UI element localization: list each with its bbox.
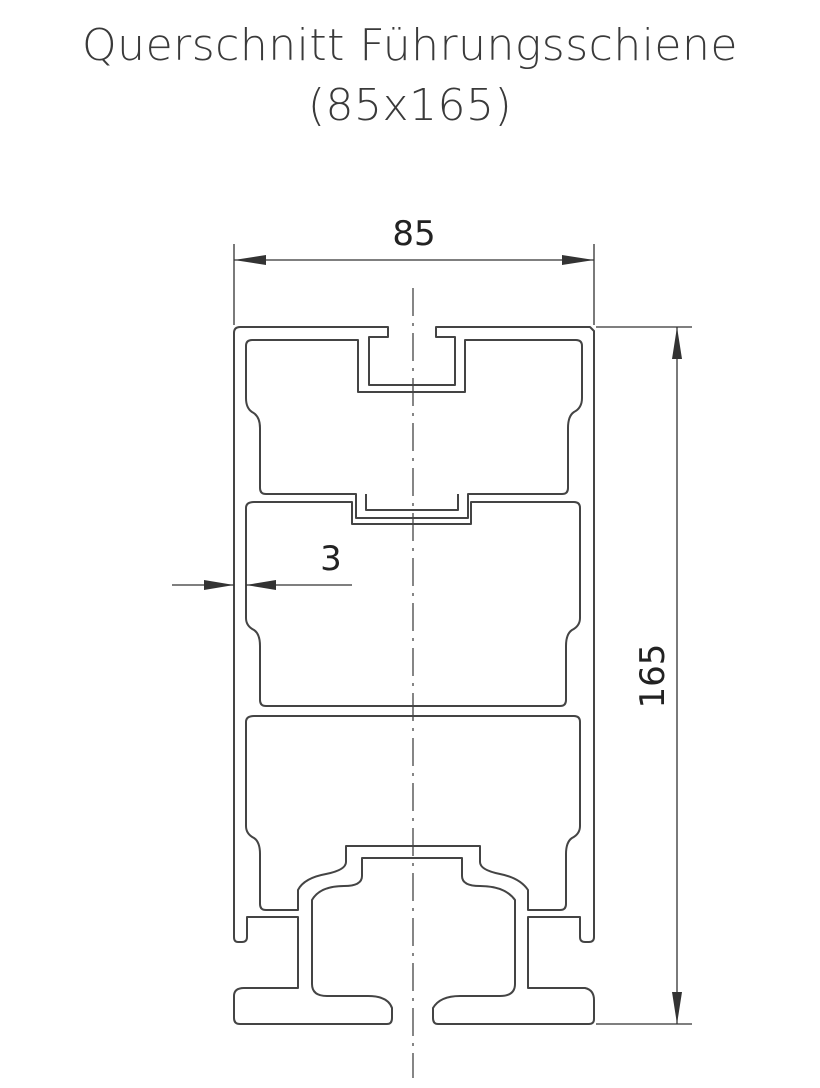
chamber-middle [245, 501, 581, 707]
slot-top [365, 494, 459, 511]
chamber-top [245, 339, 583, 519]
wall-arrow-right [246, 580, 276, 590]
outer-profile [233, 326, 595, 1025]
wall-arrow-left [204, 580, 234, 590]
chamber-lower [245, 715, 581, 911]
arrow-left [234, 255, 266, 265]
width-label: 85 [392, 214, 435, 254]
title-line-1: Querschnitt Führungsschiene [82, 20, 738, 71]
height-label: 165 [633, 644, 673, 709]
arrow-right [562, 255, 594, 265]
arrow-top [672, 327, 682, 359]
wall-label: 3 [320, 539, 342, 579]
arrow-bottom [672, 992, 682, 1024]
title-line-2: (85x165) [307, 80, 513, 131]
